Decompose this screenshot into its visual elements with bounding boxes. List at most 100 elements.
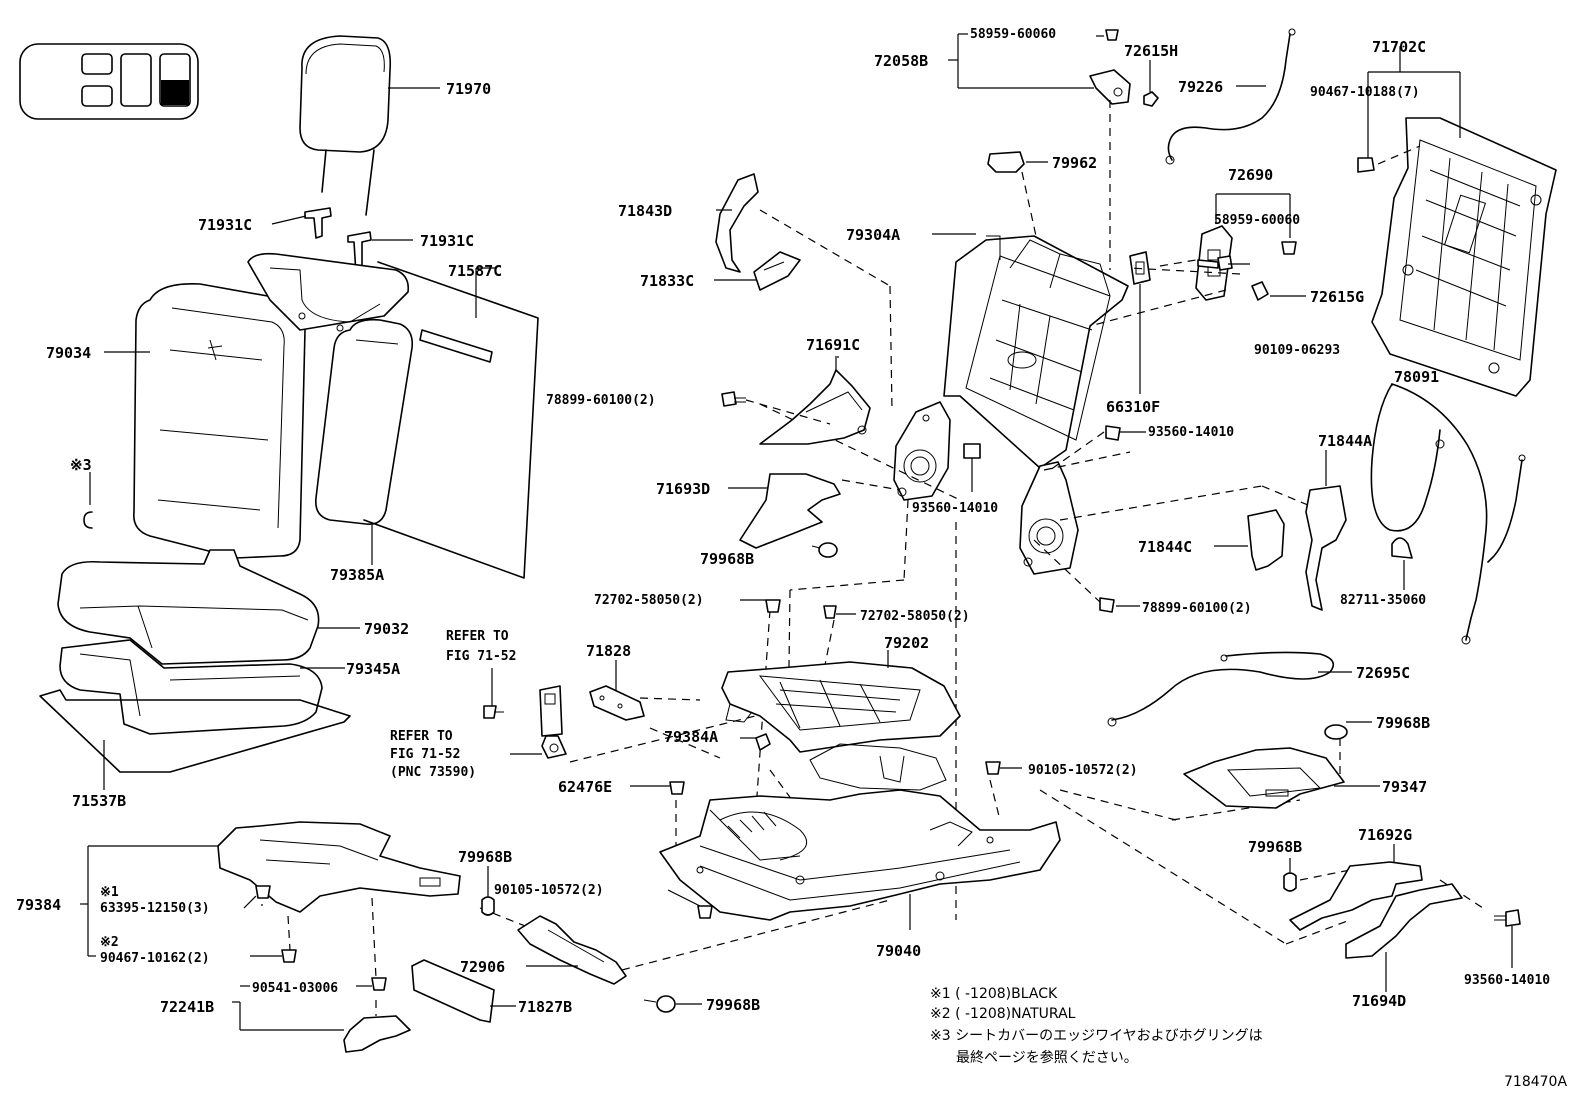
label-79968b-d: 79968B [1248, 838, 1302, 856]
cover-71691c [759, 356, 871, 445]
latch-cover [948, 29, 1131, 105]
cover-71694d [1345, 883, 1463, 992]
label-90467-10188: 90467-10188(7) [1310, 85, 1420, 100]
footnote-3a: ※3 シートカバーのエッジワイヤおよびホグリングは [930, 1028, 1263, 1044]
hog-ring [83, 472, 93, 529]
bracket-72241b [232, 977, 411, 1053]
clamp-82711 [1391, 537, 1413, 590]
label-refer1-b: FIG 71-52 [446, 649, 516, 664]
label-78091: 78091 [1394, 368, 1439, 386]
label-90105-a: 90105-10572(2) [1028, 763, 1138, 778]
label-71691c: 71691C [806, 336, 860, 354]
clip-72615g [1251, 281, 1306, 301]
label-72615h: 72615H [1124, 42, 1178, 60]
label-78899-a: 78899-60100(2) [546, 393, 656, 408]
bolt-90105-b [667, 889, 713, 919]
seatback-panel [363, 261, 539, 579]
cover-71844c [1214, 509, 1285, 571]
label-72690: 72690 [1228, 166, 1273, 184]
label-78899-b: 78899-60100(2) [1142, 601, 1252, 616]
seatback-cover [104, 283, 307, 559]
label-79385a: 79385A [330, 566, 384, 584]
label-90541: 90541-03006 [252, 981, 338, 996]
label-66310f: 66310F [1106, 398, 1160, 416]
bolt-78899-left [721, 391, 831, 425]
bolt-72702-b [823, 605, 856, 619]
label-star2: ※2 [100, 935, 119, 950]
label-71931c-left: 71931C [198, 216, 252, 234]
label-79040: 79040 [876, 942, 921, 960]
label-79032: 79032 [364, 620, 409, 638]
label-71844c: 71844C [1138, 538, 1192, 556]
label-90109: 90109-06293 [1254, 343, 1340, 358]
plug-79968b-b [1324, 721, 1372, 740]
label-72695c: 72695C [1356, 664, 1410, 682]
label-90467-10162: 90467-10162(2) [100, 951, 210, 966]
frame-bolts [963, 255, 1250, 613]
label-refer2-b: FIG 71-52 [390, 747, 460, 762]
seat-cushion-frame [721, 650, 961, 753]
cover-71693d [728, 473, 841, 549]
bracket-66310f [1129, 251, 1151, 394]
buckle-bolt [483, 668, 504, 719]
seatback-board [1357, 46, 1557, 397]
plate-79347 [1183, 747, 1380, 809]
label-refer2-a: REFER TO [390, 729, 453, 744]
clip-79384a [740, 733, 771, 751]
plug-79968b-a [811, 542, 838, 558]
seat-track-assembly [659, 743, 1061, 930]
headrest [299, 35, 440, 216]
bolt-90105-a [985, 761, 1022, 775]
trim-71827b [411, 959, 516, 1023]
seat-position-icon [19, 43, 199, 120]
clip-72615h [1143, 60, 1159, 107]
headrest-guide-left [271, 207, 332, 239]
label-79968b-b: 79968B [1376, 714, 1430, 732]
label-93560-b: 93560-14010 [912, 501, 998, 516]
figure-id: 718470A [1504, 1074, 1567, 1090]
cover-79384 [80, 821, 461, 957]
label-72702-a: 72702-58050(2) [594, 593, 704, 608]
label-71537b: 71537B [72, 792, 126, 810]
seatback-pad [247, 252, 410, 332]
label-93560-c: 93560-14010 [1464, 973, 1550, 988]
label-71694d: 71694D [1352, 992, 1406, 1010]
label-71931c-right: 71931C [420, 232, 474, 250]
cable-78091 [1370, 383, 1526, 645]
label-93560-a: 93560-14010 [1148, 425, 1234, 440]
footnote-3b: 最終ページを参照ください。 [956, 1049, 1138, 1066]
label-71833c: 71833C [640, 272, 694, 290]
label-72702-b: 72702-58050(2) [860, 609, 970, 624]
label-79962: 79962 [1052, 154, 1097, 172]
cover-72906 [517, 915, 627, 985]
label-71970: 71970 [446, 80, 491, 98]
label-79304a: 79304A [846, 226, 900, 244]
cover-71833c [714, 251, 801, 291]
label-71843d: 71843D [618, 202, 672, 220]
label-71828: 71828 [586, 642, 631, 660]
label-71692g: 71692G [1358, 826, 1412, 844]
plug-79968b-c [1283, 858, 1297, 892]
label-79384a: 79384A [664, 728, 718, 746]
bolt-63395 [243, 885, 271, 909]
seat-cushion-cover [57, 549, 360, 665]
clip-62476e [630, 781, 685, 795]
cap-79962 [987, 151, 1048, 173]
bolt-93560-c [1494, 909, 1521, 968]
label-79226: 79226 [1178, 78, 1223, 96]
label-58959-b: 58959-60060 [1214, 213, 1300, 228]
plug-79968b-e [643, 995, 702, 1013]
footnote-2: ※2 ( -1208)NATURAL [930, 1006, 1076, 1022]
label-star1: ※1 [100, 885, 119, 900]
release-cable-79226 [1165, 28, 1296, 165]
label-72906: 72906 [460, 958, 505, 976]
label-79202: 79202 [884, 634, 929, 652]
label-79384: 79384 [16, 896, 61, 914]
label-star3: ※3 [70, 456, 92, 474]
cover-71692g [1289, 844, 1423, 931]
seatback-frame [932, 233, 1129, 469]
label-79034: 79034 [46, 344, 91, 362]
cushion-sheet [39, 689, 351, 790]
